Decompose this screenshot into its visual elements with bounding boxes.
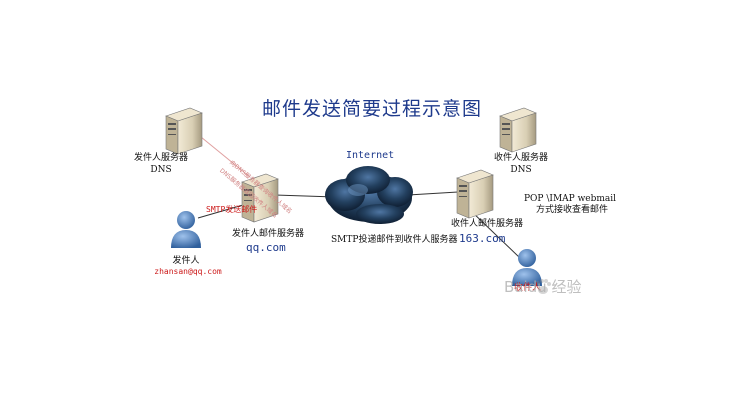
receiver-mail-server-domain: 163.com (459, 232, 506, 245)
sender-dns-server-icon (165, 107, 203, 155)
receiver-dns-label-line1: 收件人服务器 (493, 153, 549, 163)
internet-cloud-icon (325, 166, 413, 224)
receiver-mail-server-label: 收件人邮件服务器 (451, 219, 524, 229)
receiver-server-to-receiver-line (469, 209, 521, 259)
receiver-dns-server-icon (499, 107, 537, 153)
sender-mail-server-domain: qq.com (246, 241, 286, 254)
smtp-deliver-label: SMTP投递邮件到收件人服务器 (331, 235, 458, 245)
smtp-send-label: SMTP发送邮件 (206, 205, 258, 214)
diagram-title: 邮件发送简要过程示意图 (262, 98, 483, 120)
pop-imap-label-line2: 方式接收查看邮件 (536, 205, 609, 215)
sender-server-to-internet-line (274, 194, 336, 198)
internet-to-receiver-server-line (407, 191, 459, 196)
dns-query-line (200, 136, 251, 178)
baidu-paw-icon (536, 279, 551, 294)
sender-email: zhansan@qq.com (154, 267, 222, 276)
sender-to-server-line (197, 204, 244, 219)
receiver-mail-server-icon (456, 169, 494, 219)
sender-dns-label-line1: 发件人服务器 (133, 153, 189, 163)
receiver-dns-label-line2: DNS (510, 165, 532, 175)
sender-mail-server-label: 发件人邮件服务器 (232, 229, 305, 239)
receiver-person-icon (512, 249, 542, 286)
internet-label: Internet (346, 150, 395, 161)
sender-name: 发件人 (172, 256, 200, 266)
baidu-watermark: Baidu 经验 (504, 278, 582, 296)
sender-person-icon (171, 211, 201, 248)
sender-mail-server-icon (241, 173, 279, 223)
pop-imap-label-line1: POP \IMAP webmail (524, 194, 617, 204)
receiver-name: 收件人 (514, 283, 542, 293)
sender-dns-label-line2: DNS (150, 165, 172, 175)
